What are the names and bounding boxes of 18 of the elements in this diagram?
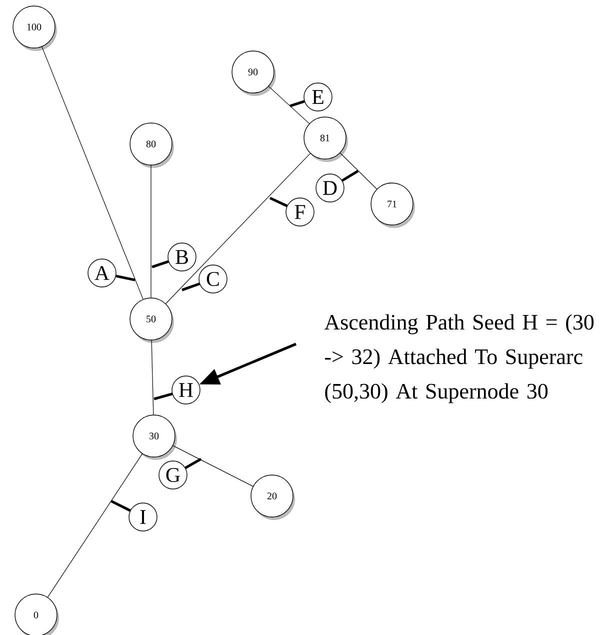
tree-edge [166,153,310,304]
tree-edge [151,340,154,415]
leader-line [269,196,288,208]
leader-line [290,100,305,108]
leader-line [152,260,169,268]
tree-edge [340,152,378,190]
leader-line [182,282,200,292]
tree-edge [42,46,144,300]
tree-edge [172,445,254,487]
tree-edge [150,165,152,298]
leader-line [154,392,173,400]
leader-line [184,458,202,470]
tree-edge [47,454,143,598]
leader-line [110,500,131,512]
leader-line [116,274,136,282]
annotation-text: Ascending Path Seed H = (30 -> 32) Attached To Superarc (50,30) At Supernode 30 [324,314,594,404]
tree-edge [268,86,310,124]
leader-line [342,170,359,182]
